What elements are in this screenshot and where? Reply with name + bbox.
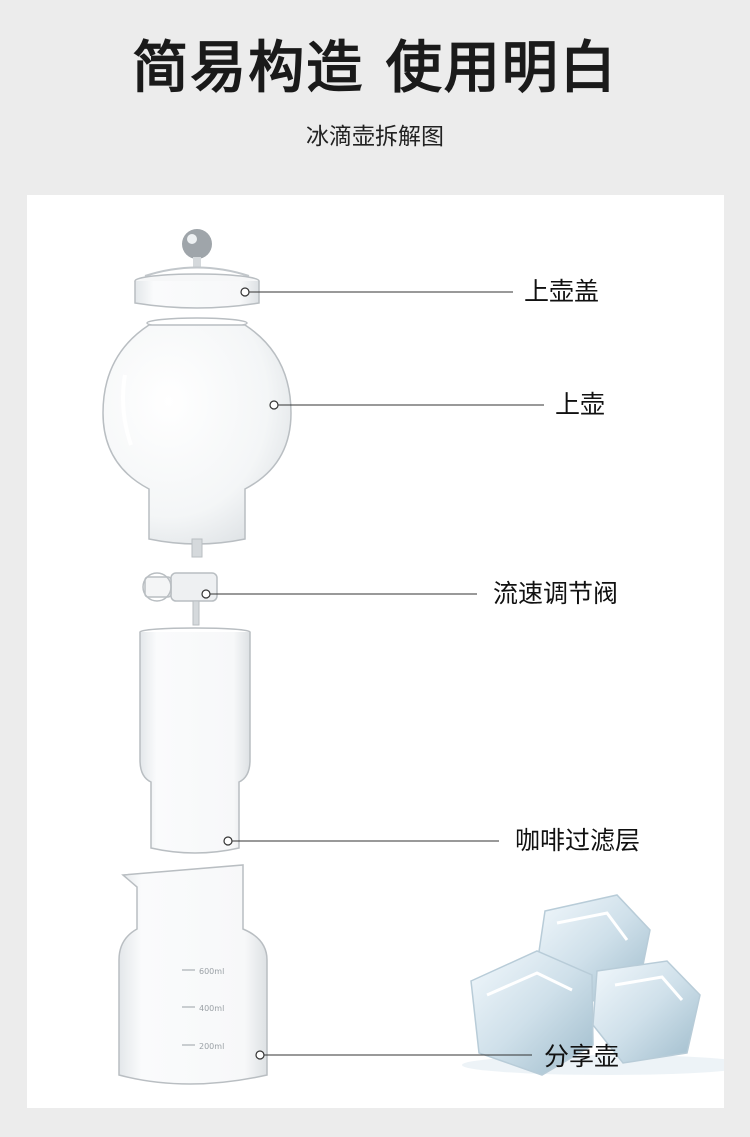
callout-jug <box>255 1050 532 1060</box>
label-sharing-jug: 分享壶 <box>544 1042 620 1071</box>
callout-filter <box>223 836 499 846</box>
label-flow-valve: 流速调节阀 <box>493 579 619 608</box>
page-subtitle: 冰滴壶拆解图 <box>306 124 444 150</box>
diagram-panel: 600ml 400ml 200ml <box>27 195 724 1108</box>
lid-illustration <box>134 229 260 309</box>
label-coffee-filter: 咖啡过滤层 <box>515 826 641 855</box>
callout-lid <box>240 287 513 297</box>
jug-marking-400: 400ml <box>199 1004 224 1013</box>
jug-marking-200: 200ml <box>199 1042 224 1051</box>
label-upper-pot: 上壶 <box>555 390 606 419</box>
page-title: 简易构造 使用明白 <box>132 36 618 101</box>
ice-cubes-decoration <box>462 894 724 1076</box>
callout-valve <box>201 589 477 599</box>
label-lid: 上壶盖 <box>524 277 600 306</box>
jug-marking-600: 600ml <box>199 967 224 976</box>
valve-illustration <box>142 572 218 626</box>
coffee-filter-illustration <box>139 627 251 854</box>
sharing-jug-illustration: 600ml 400ml 200ml <box>118 864 268 1085</box>
callout-upper-pot <box>269 400 544 410</box>
cold-drip-exploded-illustration: 600ml 400ml 200ml <box>102 229 724 1085</box>
upper-pot-illustration <box>102 317 292 558</box>
